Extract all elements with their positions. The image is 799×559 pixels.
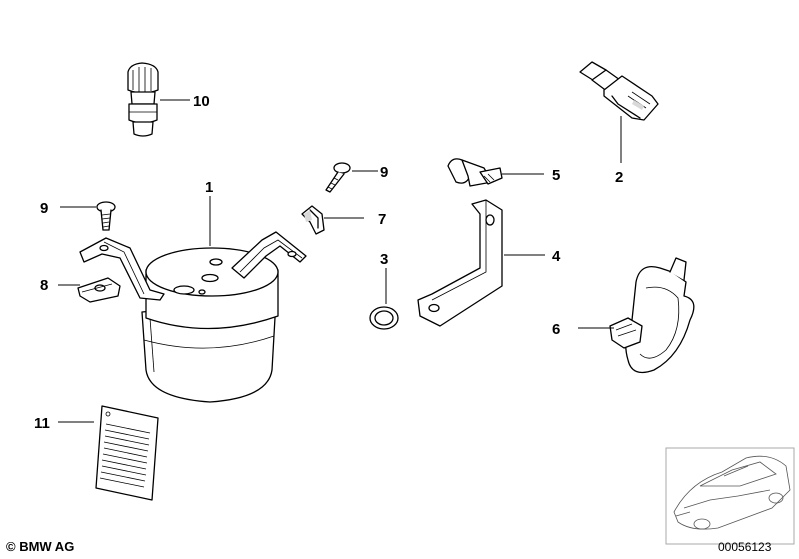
- part-2-pressure-switch[interactable]: [579, 61, 659, 121]
- callout-3: 3: [380, 251, 388, 268]
- callout-9-upper: 9: [380, 164, 388, 181]
- part-8-bracket-nut[interactable]: [77, 277, 121, 303]
- part-5-connector[interactable]: [447, 158, 503, 187]
- part-3-o-ring[interactable]: [369, 306, 399, 330]
- part-9-screw-upper[interactable]: [325, 162, 351, 193]
- part-10-valve[interactable]: [127, 62, 159, 137]
- callout-8: 8: [40, 277, 48, 294]
- part-4-angle-bracket[interactable]: [417, 199, 503, 327]
- callout-11: 11: [34, 415, 50, 432]
- part-7-clip[interactable]: [301, 205, 325, 235]
- callout-5: 5: [552, 167, 560, 184]
- vehicle-thumbnail: [665, 447, 795, 545]
- callout-1: 1: [205, 179, 213, 196]
- part-11-instruction-sheet[interactable]: [95, 405, 159, 501]
- callout-9-left: 9: [40, 200, 48, 217]
- callout-6: 6: [552, 321, 560, 338]
- callout-2: 2: [615, 169, 623, 186]
- part-9-screw-left[interactable]: [96, 201, 116, 231]
- callout-10: 10: [193, 93, 210, 110]
- callout-7: 7: [378, 211, 386, 228]
- callout-4: 4: [552, 248, 561, 265]
- image-number: 00056123: [718, 540, 772, 554]
- part-1-receiver-drier[interactable]: [79, 231, 307, 403]
- copyright-label: © BMW AG: [6, 539, 75, 554]
- part-6-holder[interactable]: [609, 257, 695, 374]
